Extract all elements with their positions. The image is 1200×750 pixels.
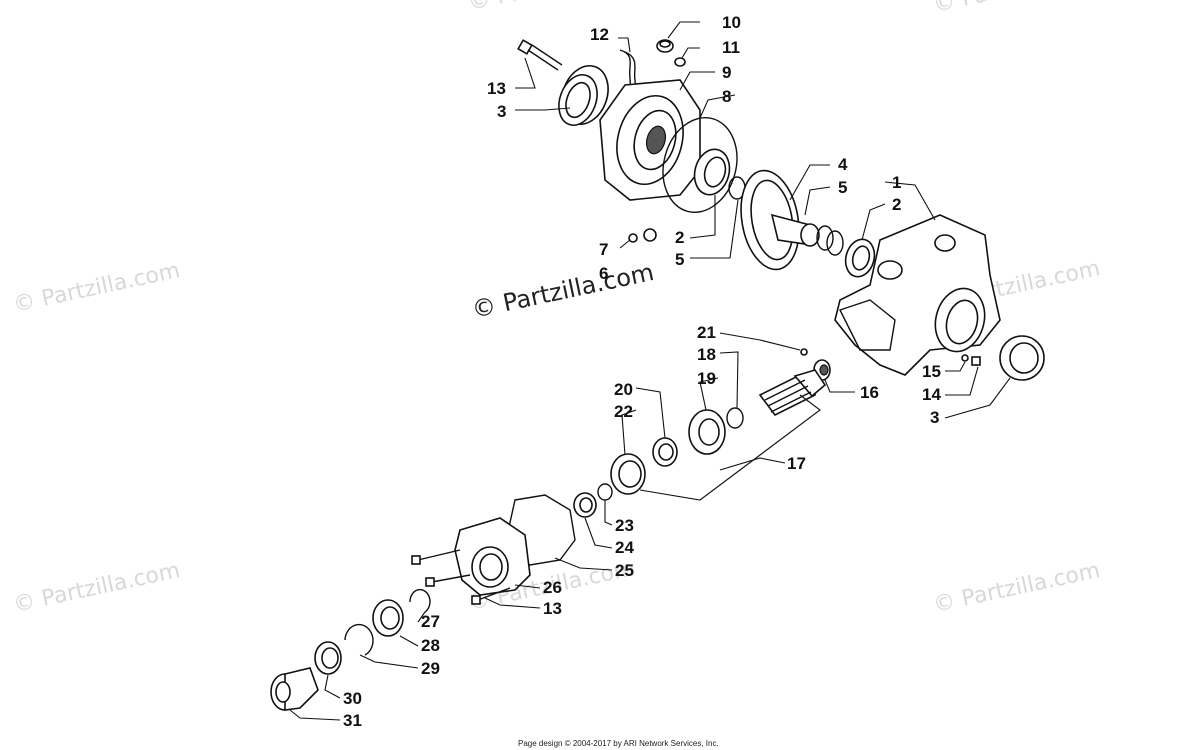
bearing-2-lower [844,238,876,278]
callout-label: 8 [722,87,731,106]
bearing-28 [372,599,404,637]
callout-label: 18 [697,345,716,364]
ring-gear [740,169,820,271]
callout-label: 22 [614,402,633,421]
callout-label: 3 [497,102,506,121]
callout-label: 17 [787,454,806,473]
bearing-24 [573,492,597,518]
leader-lines [289,21,1011,721]
bolt-14-15 [961,354,981,366]
bearing-19 [688,409,726,455]
callout-label: 4 [838,155,848,174]
callout-label: 27 [421,612,440,631]
bearing-16 [813,359,831,381]
callout-label: 2 [675,228,684,247]
callout-label: 10 [722,13,741,32]
o-ring-11 [674,57,686,67]
callout-label: 28 [421,636,440,655]
callout-label: 29 [421,659,440,678]
callout-label: 1 [892,173,901,192]
callout-label: 16 [860,383,879,402]
callout-label: 20 [614,380,633,399]
seal-30 [314,641,342,675]
pin-21 [800,348,808,356]
callout-label: 24 [615,538,634,557]
callout-label: 7 [599,240,608,259]
snap-ring-29 [344,623,374,656]
callout-label: 13 [543,599,562,618]
watermark-text: © Partzilla.com [11,558,182,618]
callout-label: 23 [615,516,634,535]
callout-label: 9 [722,63,731,82]
watermark-text: © Partzilla.com [931,0,1102,18]
watermark-text: © Partzilla.com [11,258,182,318]
callout-label: 11 [722,38,740,57]
callout-label: 31 [343,711,362,730]
callout-label: 25 [615,561,634,580]
cover-housing [599,79,701,201]
callout-label: 3 [930,408,939,427]
bearing-2-upper [693,148,731,196]
callout-labels: 10 11 12 9 13 8 3 4 5 1 2 2 5 7 6 21 18 … [343,13,941,730]
callout-label: 30 [343,689,362,708]
gasket-8 [662,117,738,213]
bolts-13-lower [411,549,511,605]
callout-label: 15 [922,362,941,381]
callout-label: 21 [697,323,716,342]
callout-label: 6 [599,264,608,283]
watermark-text: © Partzilla.com [466,0,637,16]
ring-23 [597,483,613,501]
seal-3-top [558,65,609,126]
footer-copyright: Page design © 2004-2017 by ARI Network S… [518,739,719,748]
snap-ring-27 [409,588,431,613]
callout-label: 5 [675,250,684,269]
pinion-gear [758,369,827,417]
fitting-7 [628,228,657,243]
shim-5-lower [816,225,834,251]
callout-label: 13 [487,79,506,98]
callout-label: 26 [543,578,562,597]
watermark-text: © Partzilla.com [931,558,1102,618]
seal-3-right [999,335,1045,381]
callout-label: 14 [922,385,941,404]
callout-label: 19 [697,369,716,388]
lower-housing-26 [454,517,531,596]
bolt-13-top [517,39,563,71]
race-20 [652,437,678,467]
callout-label: 5 [838,178,847,197]
group-bracket-17 [639,394,821,501]
callout-label: 2 [892,195,901,214]
output-flange-31 [270,667,319,711]
breather-tube [619,49,637,97]
callout-label: 12 [590,25,609,44]
watermark-main: © Partzilla.com [469,258,656,324]
shim-4 [826,230,844,256]
seal-22 [610,453,646,495]
shim-18 [726,407,744,429]
cap-10 [656,39,674,53]
main-housing [834,214,1001,376]
